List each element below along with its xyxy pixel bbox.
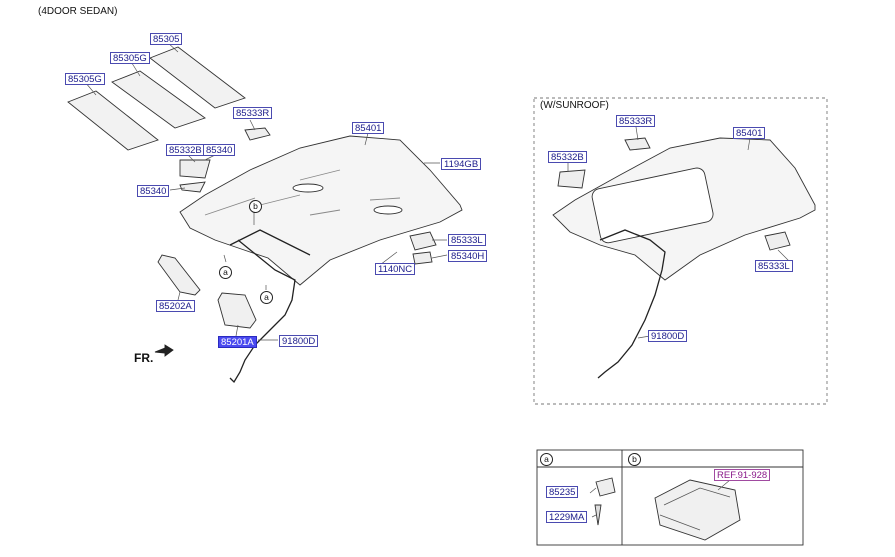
handle-85333r [244,127,271,141]
marker-a-2: a [260,291,273,304]
headliner-main [179,135,463,286]
part-label-85305[interactable]: 85305 [150,33,183,45]
sun-visor-85201a [217,292,257,329]
front-direction-arrow [154,344,174,357]
part-label-91800d[interactable]: 91800D [279,335,319,347]
harness-main [229,229,311,384]
handle-85340h [412,251,433,265]
detail-label-85235[interactable]: 85235 [546,486,579,498]
map-lamp [654,479,741,541]
detail-table [536,449,804,546]
part-label-85401[interactable]: 85401 [352,122,385,134]
variant-title: (4DOOR SEDAN) [38,6,118,17]
screw-1229ma [594,504,602,526]
detail-label-ref-91-928[interactable]: REF.91-928 [714,469,771,481]
part-label-1140nc[interactable]: 1140NC [375,263,416,275]
strip-85305 [149,46,246,109]
part-label-85333l[interactable]: 85333L [448,234,486,246]
part-label-85201a[interactable]: 85201A [218,336,257,348]
marker-b-1: b [249,200,262,213]
strip-85305g-lower [67,90,159,151]
handle-85332b [179,159,211,179]
detail-label-1229ma[interactable]: 1229MA [546,511,588,523]
sunroof-label-85401[interactable]: 85401 [733,127,766,139]
front-direction-label: FR. [134,351,154,365]
part-label-1194gb[interactable]: 1194GB [441,158,482,170]
strip-85305g-upper [111,70,206,129]
sunroof-label-85333r[interactable]: 85333R [616,115,656,127]
part-label-85202a[interactable]: 85202A [156,300,195,312]
sunroof-opening [591,167,714,244]
part-label-85333r[interactable]: 85333R [233,107,273,119]
marker-a-1: a [219,266,232,279]
clip-85235 [595,477,616,497]
part-label-85340-top[interactable]: 85340 [203,144,236,156]
sunroof-panel [533,97,828,405]
sunroof-title: (W/SUNROOF) [540,100,609,111]
part-label-85340-left[interactable]: 85340 [137,185,170,197]
part-label-85340h[interactable]: 85340H [448,250,488,262]
harness-sunroof [597,229,666,379]
marker-a-table: a [540,453,553,466]
part-label-85305g-upper[interactable]: 85305G [110,52,150,64]
sunroof-label-85332b[interactable]: 85332B [548,151,587,163]
sun-visor-85202a [157,254,201,296]
part-label-85305g-lower[interactable]: 85305G [65,73,105,85]
sunroof-label-91800d[interactable]: 91800D [648,330,688,342]
handle-85340-left [179,181,206,193]
part-label-85332b[interactable]: 85332B [166,144,205,156]
handle-85333l [409,231,437,251]
sunroof-label-85333l[interactable]: 85333L [755,260,793,272]
marker-b-table: b [628,453,641,466]
